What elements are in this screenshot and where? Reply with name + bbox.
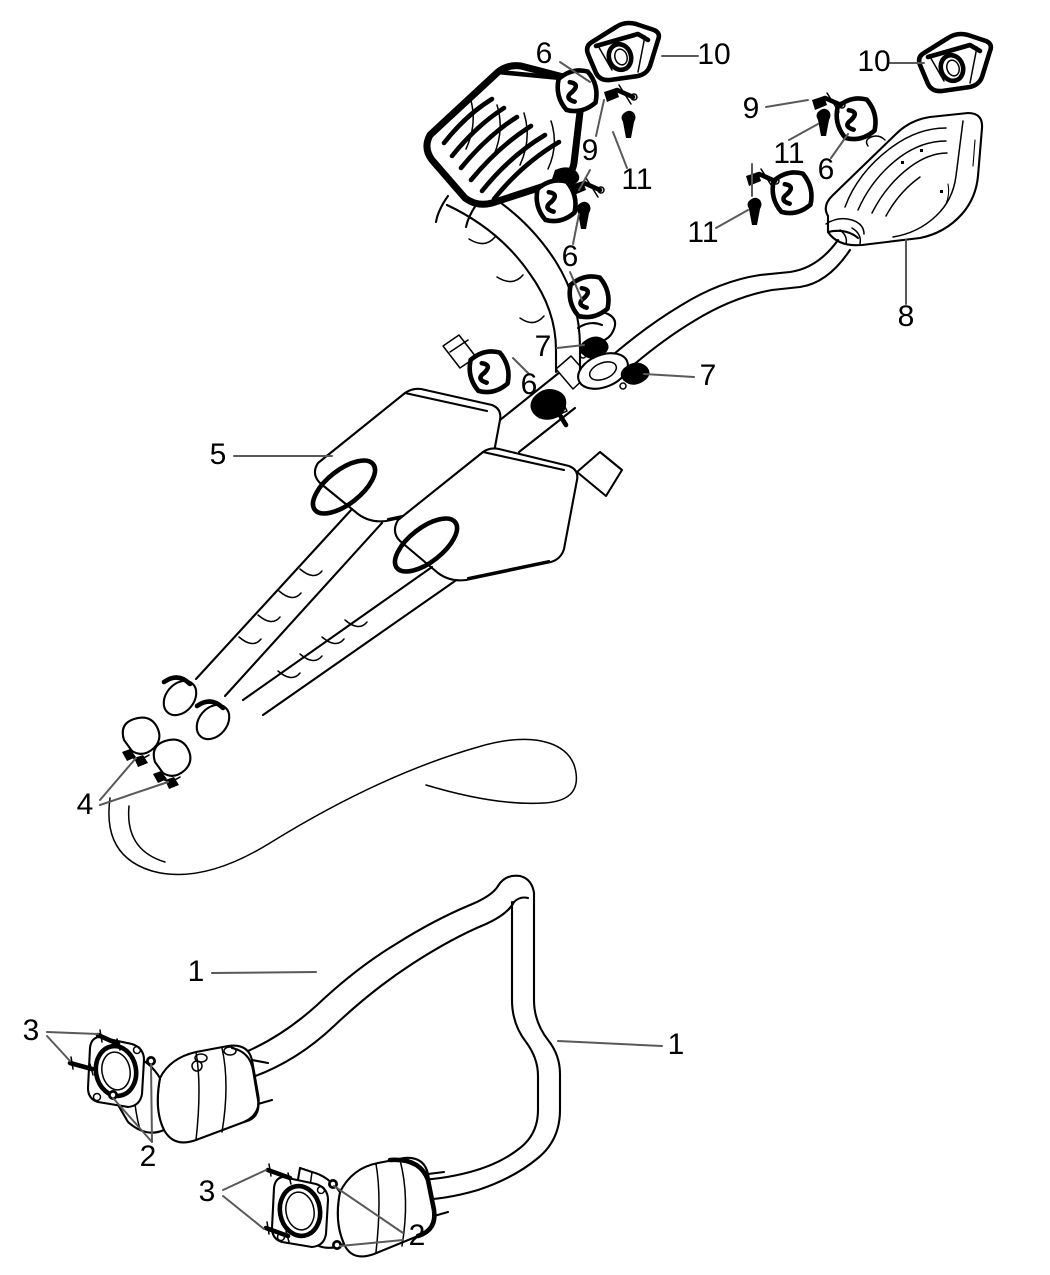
callout-6-d: 6 <box>521 368 538 401</box>
mid-loop-pipe <box>108 738 578 876</box>
part-5-dual-outlet-muffler <box>161 355 624 741</box>
part-11-pin-b <box>576 201 591 229</box>
leader-lines <box>46 55 925 1247</box>
part-9-stud-bolt-right-lower <box>746 168 780 189</box>
flange-bolt-4 <box>263 1221 291 1243</box>
part-1-front-pipes <box>234 874 562 1202</box>
part-4-tailpipe-clamps <box>121 716 192 789</box>
callout-3-b: 3 <box>199 1175 216 1208</box>
callout-5: 5 <box>210 438 227 471</box>
callout-numbers: 6 10 10 9 9 11 6 11 11 6 8 7 7 6 5 4 1 1… <box>23 37 915 1252</box>
callout-1-a: 1 <box>188 955 205 988</box>
part-9-stud-bolt-left <box>604 84 638 105</box>
flange-bolt-2 <box>67 1056 95 1076</box>
callout-6-b: 6 <box>818 153 835 186</box>
callout-11-b: 11 <box>621 163 652 196</box>
flange-bolt-3 <box>265 1163 293 1185</box>
callout-7-b: 7 <box>700 359 717 392</box>
callout-10-a: 10 <box>697 38 730 71</box>
part-10-hanger-bracket-left <box>584 20 662 83</box>
right-mid-pipe <box>596 238 852 386</box>
callout-1-b: 1 <box>668 1028 685 1061</box>
callout-2-a: 2 <box>140 1140 157 1173</box>
callout-10-b: 10 <box>857 45 890 78</box>
part-11-pin-a <box>621 110 636 138</box>
part-6-isolators <box>467 68 878 395</box>
callout-6-c: 6 <box>562 240 579 273</box>
callout-4: 4 <box>77 788 94 821</box>
catalytic-converter-left <box>67 1029 274 1144</box>
callout-2-b: 2 <box>409 1219 426 1252</box>
part-11-pin-d <box>747 197 762 225</box>
part-7-flange-gasket <box>576 310 650 390</box>
callout-9-b: 9 <box>582 134 599 167</box>
callout-3-a: 3 <box>23 1014 40 1047</box>
catalytic-converter-right <box>263 1156 450 1258</box>
part-8-resonator <box>824 111 984 247</box>
callout-7-a: 7 <box>535 330 552 363</box>
part-11-pin-c <box>816 108 831 136</box>
callout-8: 8 <box>898 300 915 333</box>
part-9-stud-bolt-right-upper <box>812 92 846 113</box>
callout-6-a: 6 <box>536 37 553 70</box>
part-10-hanger-bracket-right <box>916 31 994 94</box>
flange-bolt-1 <box>95 1029 121 1051</box>
heat-shielded-muffler <box>423 62 586 229</box>
callout-11-a: 11 <box>773 137 804 170</box>
callout-9-a: 9 <box>743 92 760 125</box>
callout-11-c: 11 <box>687 216 718 249</box>
